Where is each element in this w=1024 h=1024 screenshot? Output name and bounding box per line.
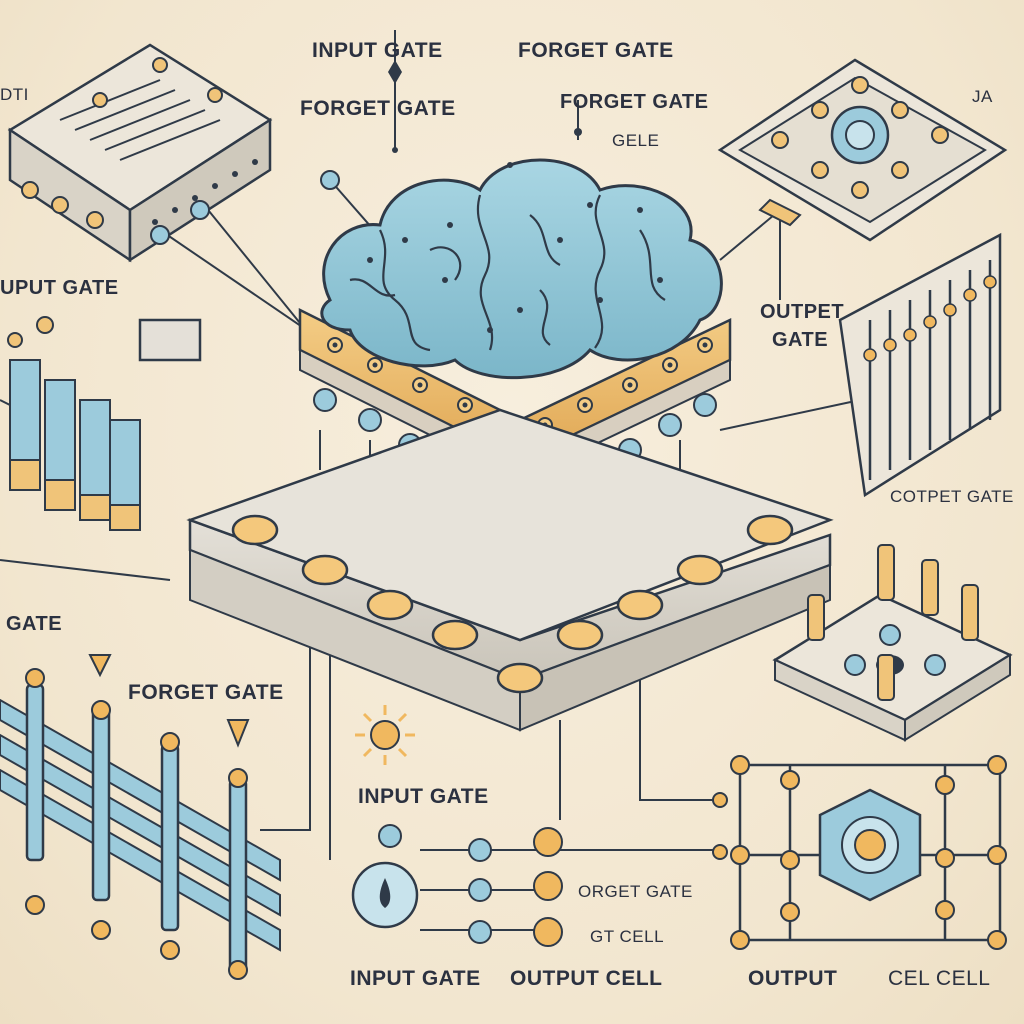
left-module-icon <box>7 316 202 531</box>
label-output-gate-right-c: COTPET GATE <box>890 487 1014 506</box>
label-input-gate-bottom: INPUT GATE <box>358 785 489 808</box>
socket-module-icon <box>772 544 1013 742</box>
connector-block-icon <box>186 408 834 732</box>
label-input-gate-bottom-2: INPUT GATE <box>350 967 481 990</box>
label-forget-gate-mid: FORGET GATE <box>128 681 284 704</box>
connection-wires <box>0 30 861 931</box>
label-gate-left: GATE <box>6 613 63 635</box>
label-cell-bottom: GT CELL <box>590 927 665 946</box>
label-output-gate-right-a: OUTPET <box>760 301 845 323</box>
label-output: OUTPUT <box>748 967 838 990</box>
label-cel-cell: CEL CELL <box>888 967 991 990</box>
label-dt-corner: DTI <box>0 85 29 104</box>
label-gele: GELE <box>612 131 660 150</box>
label-forget-gate-small: FORGET GATE <box>560 91 709 113</box>
chip-module-icon <box>717 58 1008 242</box>
label-forget-gate-bottom: ORGET GATE <box>578 882 693 901</box>
label-output-gate-right-b: GATE <box>772 329 829 351</box>
sun-gear-icon <box>355 705 415 765</box>
label-a-corner: JA <box>972 87 993 106</box>
label-input-gate-left: UPUT GATE <box>0 277 119 299</box>
small-markers <box>388 60 582 153</box>
label-output-cell: OUTPUT CELL <box>510 967 663 990</box>
label-forget-gate-top-right: FORGET GATE <box>518 39 674 62</box>
pin-array-icon <box>838 232 1002 498</box>
label-forget-gate-top-left: FORGET GATE <box>300 97 456 120</box>
hex-node-icon <box>712 755 1007 950</box>
cable-bundle-icon <box>0 654 281 980</box>
gate-nodes-icon <box>351 824 563 947</box>
label-input-gate-top: INPUT GATE <box>312 39 443 62</box>
circuit-board-icon <box>7 43 340 263</box>
